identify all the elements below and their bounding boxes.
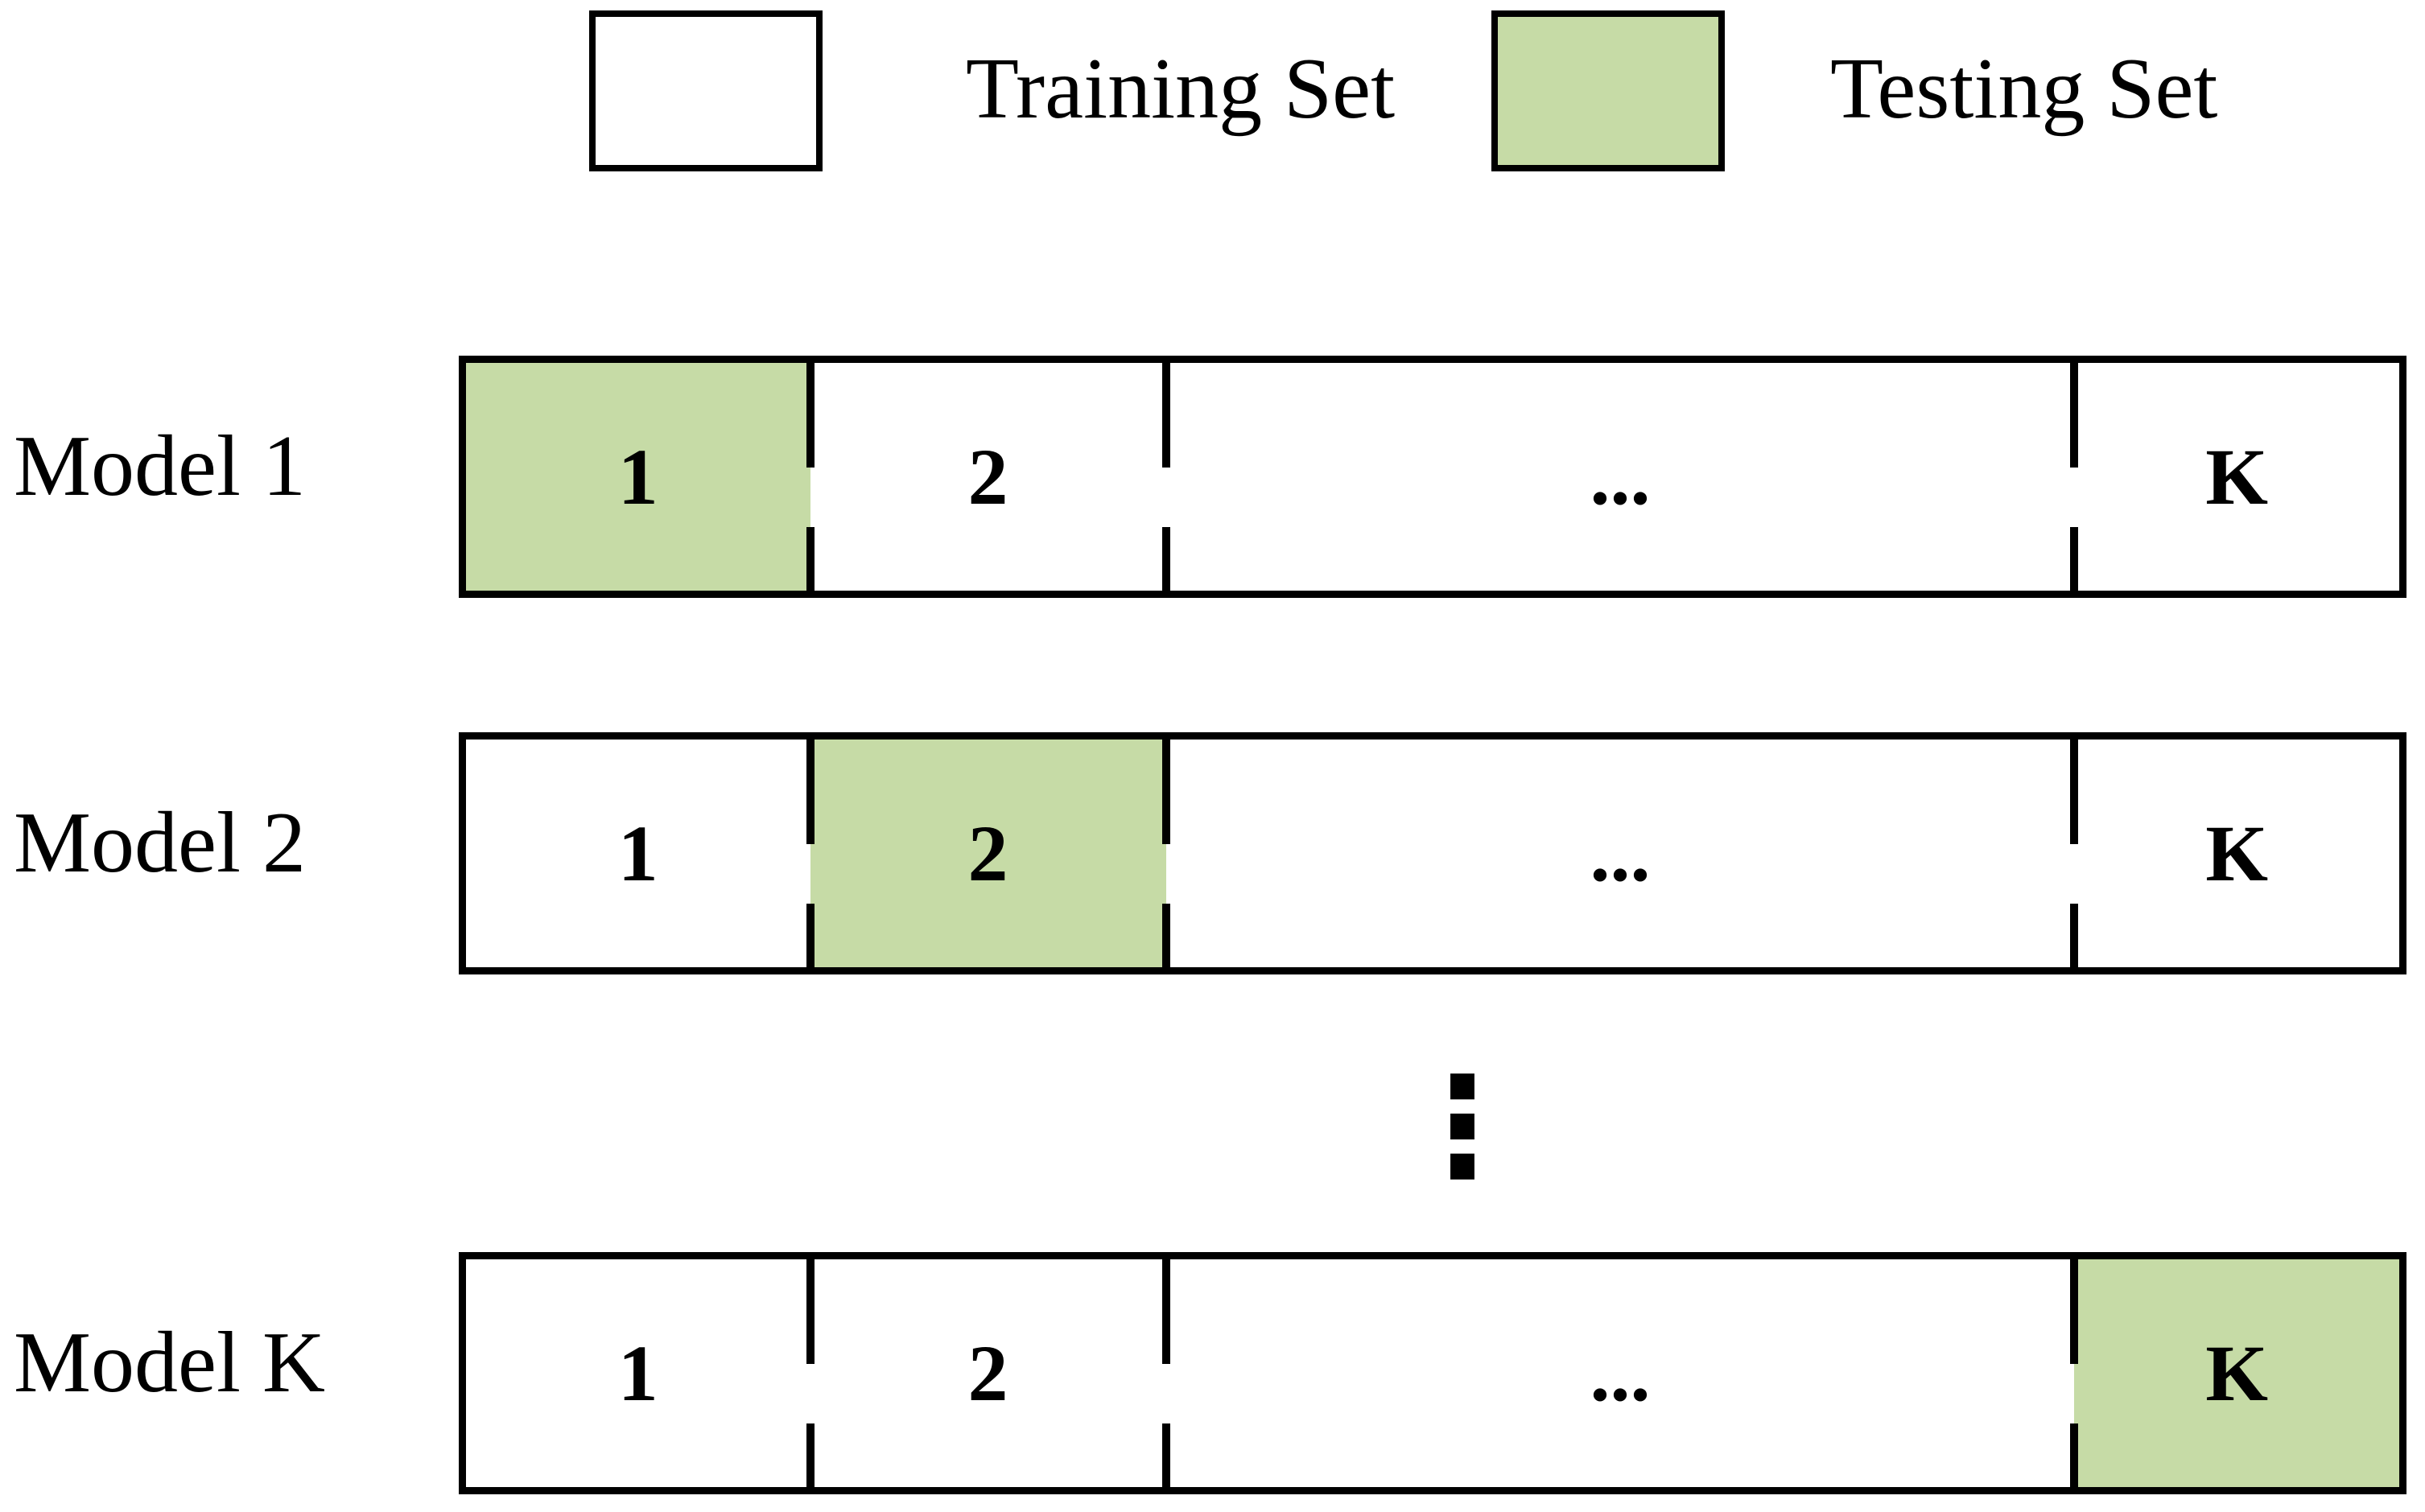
segment-label: 1 <box>617 808 658 898</box>
segment-label: 2 <box>967 1328 1008 1418</box>
segment-label: K <box>2205 1328 2269 1418</box>
fold-segment: 2 <box>806 1259 1166 1487</box>
fold-segment: 1 <box>466 1259 810 1487</box>
fold-segment: ... <box>1161 1259 2075 1487</box>
training-set-label: Training Set <box>966 41 1396 137</box>
training-set-swatch <box>589 10 823 171</box>
segment-label: 2 <box>967 431 1008 521</box>
model-2-label: Model 2 <box>14 795 306 891</box>
segment-label: ... <box>1590 1328 1651 1418</box>
vertical-ellipsis: ⋮ <box>1394 1047 1531 1207</box>
model-2-fold-bar: 1 2 ... K <box>459 732 2406 974</box>
fold-segment: 2 <box>806 740 1166 967</box>
testing-set-swatch <box>1491 10 1725 171</box>
segment-label: 1 <box>617 1328 658 1418</box>
fold-segment: 2 <box>806 363 1166 591</box>
testing-set-label: Testing Set <box>1830 41 2218 137</box>
segment-label: 2 <box>967 808 1008 898</box>
model-1-label: Model 1 <box>14 418 306 514</box>
fold-segment: K <box>2070 740 2399 967</box>
fold-segment: 1 <box>466 363 810 591</box>
fold-segment: ... <box>1161 363 2075 591</box>
fold-segment: K <box>2070 363 2399 591</box>
segment-label: 1 <box>617 431 658 521</box>
fold-segment: 1 <box>466 740 810 967</box>
model-k-fold-bar: 1 2 ... K <box>459 1252 2406 1494</box>
fold-segment: ... <box>1161 740 2075 967</box>
model-1-fold-bar: 1 2 ... K <box>459 356 2406 598</box>
segment-label: K <box>2205 431 2269 521</box>
model-k-label: Model K <box>14 1315 325 1411</box>
fold-segment: K <box>2070 1259 2399 1487</box>
segment-label: K <box>2205 808 2269 898</box>
segment-label: ... <box>1590 431 1651 521</box>
segment-label: ... <box>1590 808 1651 898</box>
